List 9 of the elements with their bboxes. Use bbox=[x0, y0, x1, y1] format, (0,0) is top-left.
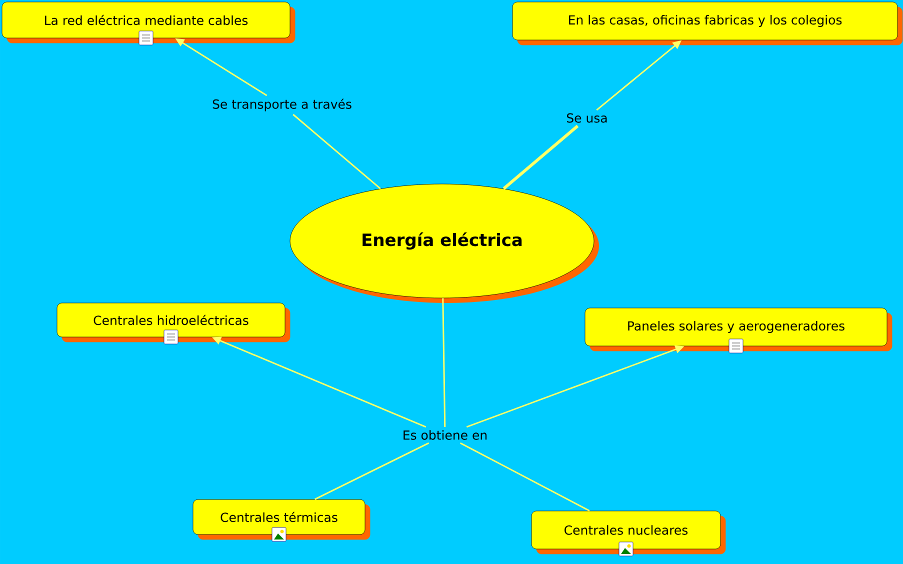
linking-phrase: Se usa bbox=[567, 113, 607, 123]
concept-box: Paneles solares y aerogeneradores bbox=[584, 308, 892, 352]
linking-phrase: Se transporte a través bbox=[212, 98, 352, 112]
concept-box: Centrales nucleares bbox=[531, 510, 726, 554]
concept-box: En las casas, oficinas fabricas y los colegios bbox=[512, 2, 903, 46]
concept-box: Centrales hidroeléctricas bbox=[56, 302, 290, 342]
linking-phrase: Es obtiene en bbox=[404, 430, 487, 440]
concept-box: La red eléctrica mediante cables bbox=[2, 2, 296, 44]
concept-box: Centrales térmicas bbox=[192, 499, 370, 540]
